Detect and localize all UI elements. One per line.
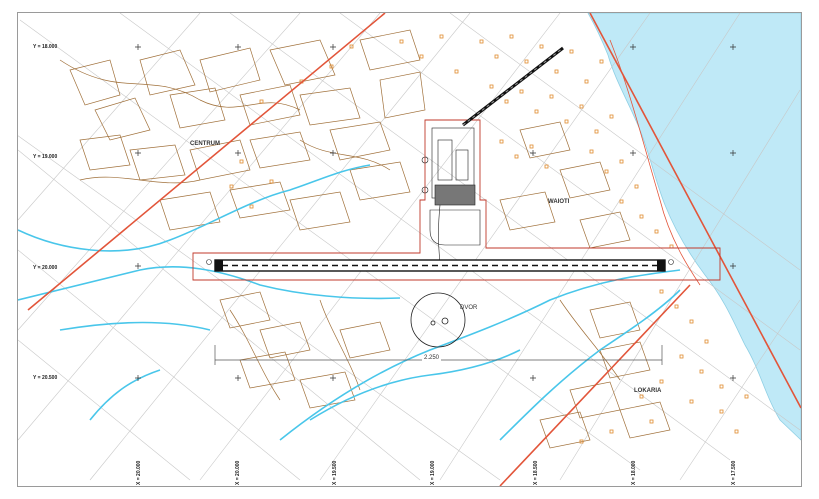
airport-boundary [192,119,721,281]
grid-label-y: Y = 20.000 [33,265,58,271]
grid-label-y: Y = 19.000 [33,154,58,160]
buildings [229,34,749,444]
dvor-station [410,292,466,348]
sea-area [587,13,801,441]
grid-label-x: X = 20.000 [235,460,241,485]
runway [206,259,674,272]
place-label-dvor: DVOR [460,305,478,311]
main-roads [27,13,801,486]
access-road [462,46,564,127]
grid-label-x: X = 18.500 [533,460,539,485]
grid-label-x: X = 17.500 [731,460,737,485]
grid-label-x: X = 19.500 [332,460,338,485]
grid-label-x: X = 20.000 [136,460,142,485]
terminal-complex [421,127,481,263]
grid-label-x: X = 19.000 [430,460,436,485]
grid-label-x: X = 18.000 [631,460,637,485]
grid-label-y: Y = 18.000 [33,44,58,50]
parcel-lines [59,29,671,449]
place-label-waioti: WAIOTI [548,199,570,205]
grid-crosses [135,44,736,381]
place-label-lokaria: LOKARIA [634,388,662,394]
place-label-centrum: CENTRUM [190,141,220,147]
runway-distance-label: 2.250 [422,355,442,361]
coastal-road [609,39,701,286]
rivers [18,164,681,441]
grid-label-y: Y = 20.500 [33,375,58,381]
